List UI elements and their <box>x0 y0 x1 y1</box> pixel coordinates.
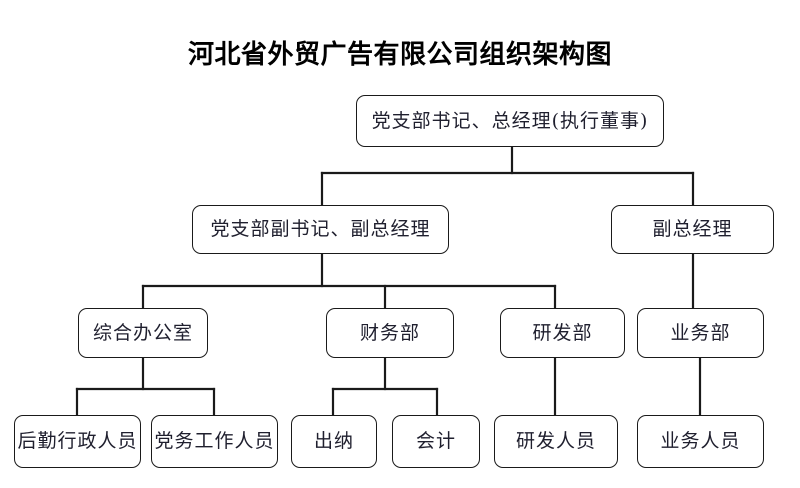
node-deputy-general-manager-label: 副总经理 <box>652 218 733 240</box>
node-rd-department[interactable]: 研发部 <box>500 308 625 358</box>
node-rd-staff-label: 研发人员 <box>515 430 596 452</box>
node-cashier[interactable]: 出纳 <box>291 415 377 468</box>
node-cashier-label: 出纳 <box>313 430 354 452</box>
node-root[interactable]: 党支部书记、总经理(执行董事) <box>356 95 664 147</box>
node-deputy-party-secretary-label: 党支部副书记、副总经理 <box>210 218 431 240</box>
node-finance-department-label: 财务部 <box>359 321 420 344</box>
node-general-office-label: 综合办公室 <box>92 321 193 344</box>
node-business-staff-label: 业务人员 <box>660 430 741 452</box>
node-rd-staff[interactable]: 研发人员 <box>494 415 618 468</box>
node-party-affairs-staff-label: 党务工作人员 <box>154 430 275 452</box>
node-deputy-general-manager[interactable]: 副总经理 <box>611 205 774 254</box>
node-business-staff[interactable]: 业务人员 <box>637 415 764 468</box>
node-accountant[interactable]: 会计 <box>392 415 480 468</box>
node-business-department-label: 业务部 <box>670 321 731 344</box>
node-root-label: 党支部书记、总经理(执行董事) <box>371 109 649 132</box>
node-party-affairs-staff[interactable]: 党务工作人员 <box>151 415 278 468</box>
page-title: 河北省外贸广告有限公司组织架构图 <box>187 40 612 70</box>
node-accountant-label: 会计 <box>415 430 456 452</box>
node-finance-department[interactable]: 财务部 <box>326 308 454 358</box>
node-general-office[interactable]: 综合办公室 <box>78 308 208 358</box>
node-logistics-admin-staff-label: 后勤行政人员 <box>17 430 138 452</box>
node-business-department[interactable]: 业务部 <box>637 308 764 358</box>
node-logistics-admin-staff[interactable]: 后勤行政人员 <box>14 415 141 468</box>
node-deputy-party-secretary[interactable]: 党支部副书记、副总经理 <box>192 205 449 254</box>
node-rd-department-label: 研发部 <box>532 321 593 344</box>
